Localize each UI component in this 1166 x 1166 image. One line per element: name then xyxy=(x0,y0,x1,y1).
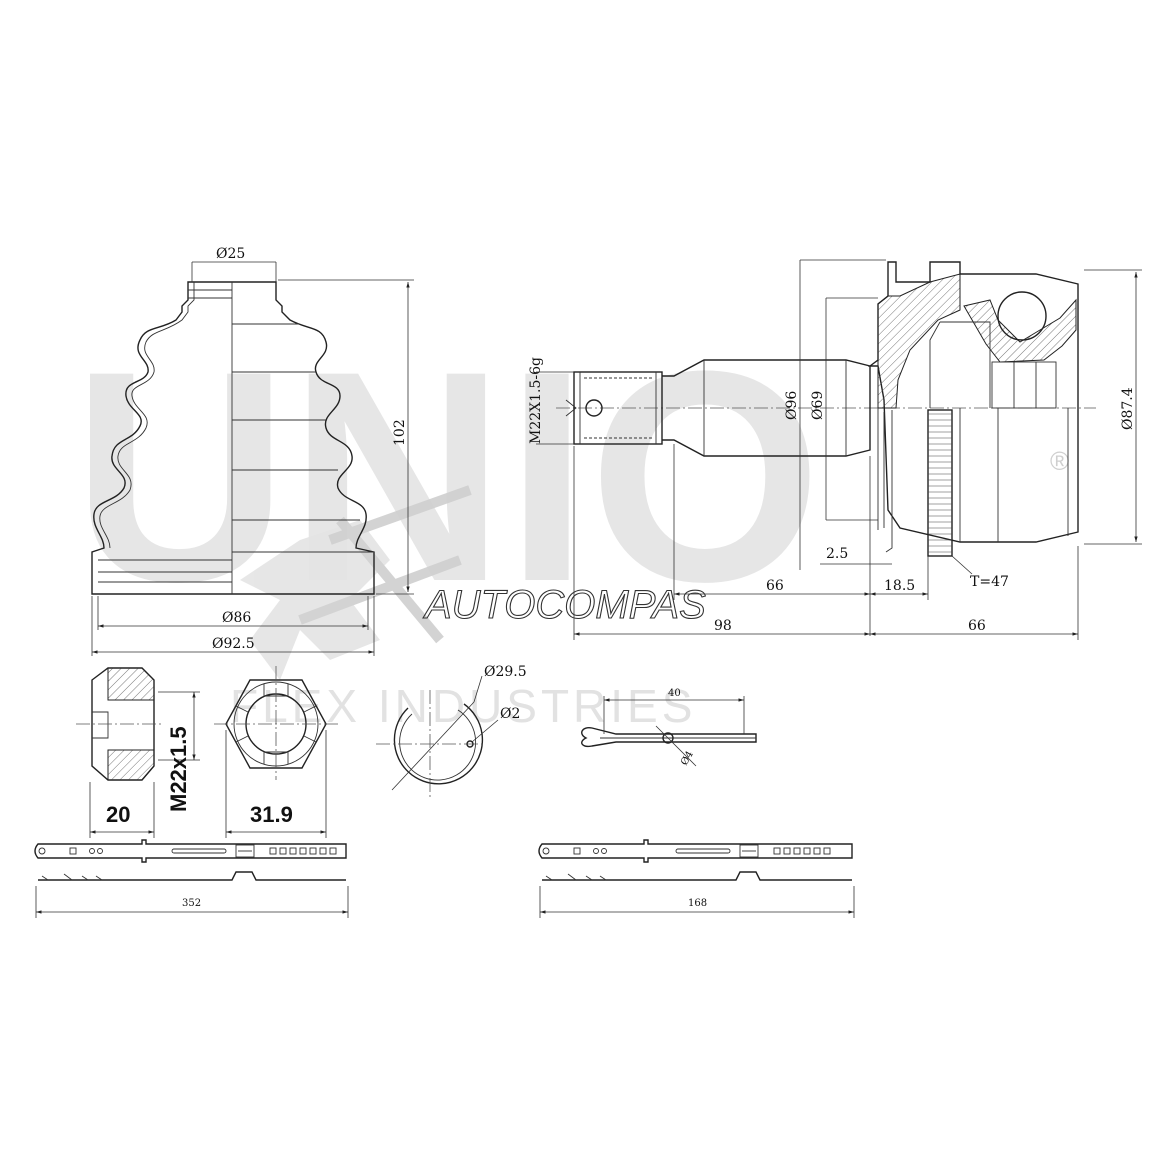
boot-profile-left xyxy=(91,281,232,595)
ring-wire: Ø2 xyxy=(500,706,520,722)
watermark-registered: ® xyxy=(1050,446,1069,476)
clamp-small-drawing: 168 xyxy=(538,839,855,918)
boot-dia-bottom-outer: Ø92.5 xyxy=(212,636,255,652)
boot-dia-top: Ø25 xyxy=(216,246,245,262)
dim-66-outer: 66 xyxy=(968,618,986,634)
dim-teeth: T=47 xyxy=(970,574,1009,590)
ring-dia: Ø29.5 xyxy=(484,664,527,680)
cv-joint-drawing: Ø96 Ø69 Ø87.4 M22X1.5-6g 2.5 66 18.5 T=4… xyxy=(528,259,1142,640)
dim-18-5: 18.5 xyxy=(884,578,915,594)
watermark-line1: AUTOCOMPAS xyxy=(423,583,706,627)
dim-98: 98 xyxy=(714,618,732,634)
pin-length: 40 xyxy=(668,688,681,699)
boot-dia-bottom-inner: Ø86 xyxy=(222,610,251,626)
thread-end xyxy=(573,371,663,445)
thread-label: M22X1.5-6g xyxy=(528,357,544,444)
joint-bell xyxy=(867,261,1079,543)
boot-profile-right xyxy=(232,281,375,595)
clamp-large-drawing: 352 xyxy=(34,839,349,918)
gear-logo-icon xyxy=(240,485,472,680)
dim-2-5: 2.5 xyxy=(826,546,848,562)
boot-height: 102 xyxy=(392,419,408,446)
nut-thread: M22x1.5 xyxy=(166,726,191,812)
nut-width: 31.9 xyxy=(250,802,293,827)
abs-ring xyxy=(927,409,953,557)
boot-drawing: Ø25 102 Ø86 Ø92.5 xyxy=(91,246,414,656)
clamp-small-length: 168 xyxy=(688,898,707,909)
dim-66-inner: 66 xyxy=(766,578,784,594)
dim-dia69: Ø69 xyxy=(810,391,826,420)
nut-height: 20 xyxy=(106,802,130,827)
dim-dia-outer: Ø87.4 xyxy=(1120,387,1136,430)
circlip-drawing: Ø29.5 Ø2 xyxy=(376,664,527,798)
ball xyxy=(997,291,1047,341)
dim-dia96: Ø96 xyxy=(784,391,800,420)
cotter-pin-drawing: 40 Ø4 xyxy=(581,688,757,768)
nut-drawing: 20 M22x1.5 31.9 xyxy=(76,666,338,838)
clamp-large-length: 352 xyxy=(182,898,201,909)
